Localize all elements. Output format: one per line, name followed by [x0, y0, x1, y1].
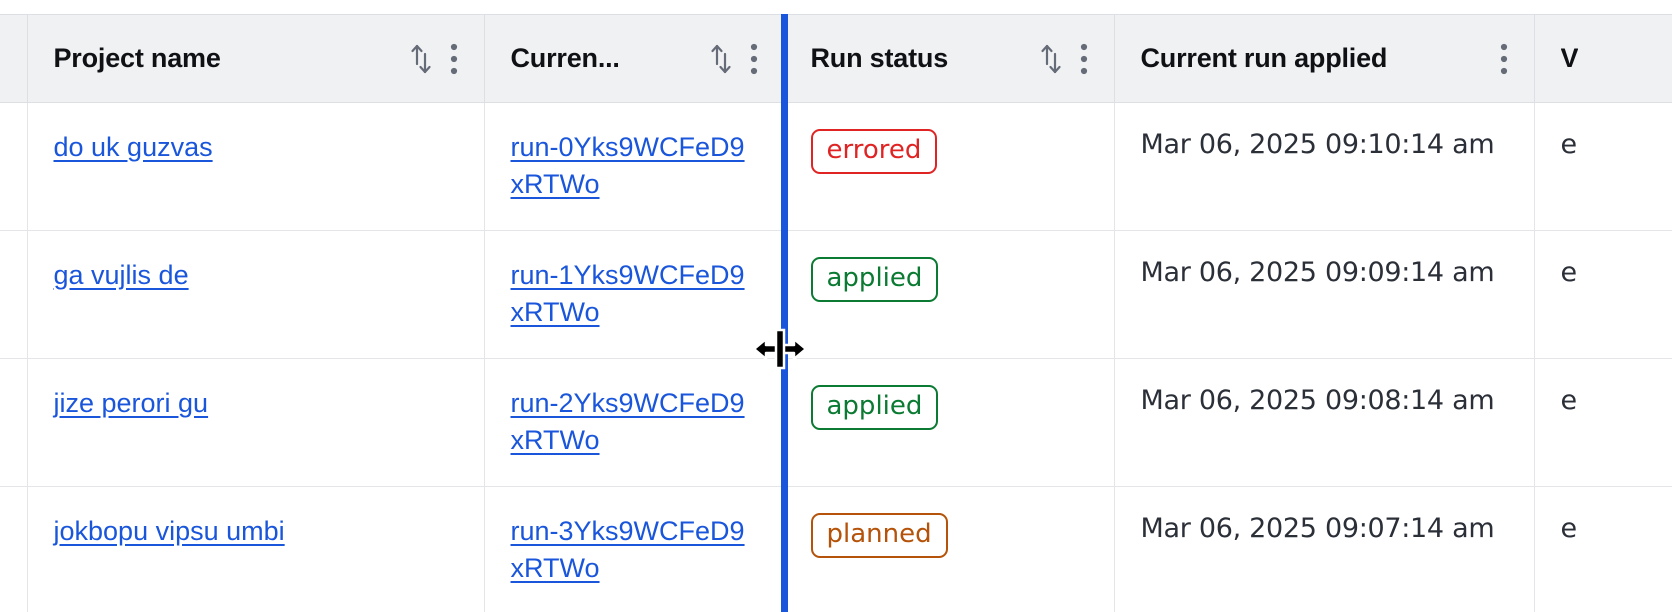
project-name-link[interactable]: jize perori gu: [53, 388, 209, 418]
cell-overflow: e: [1534, 358, 1672, 487]
sort-icon[interactable]: [408, 42, 434, 76]
column-header-label-current_run: Curren...: [510, 43, 620, 73]
table-row[interactable]: jokbopu vipsu umbi run-3Yks9WCFeD9xRTWo pl…: [0, 486, 1672, 612]
cell-current-run-applied: Mar 06, 2025 09:08:14 am: [1114, 358, 1535, 487]
column-menu-kebab-icon[interactable]: [1500, 42, 1508, 76]
run-applied-timestamp: Mar 06, 2025 09:07:14 am: [1140, 513, 1495, 544]
cell-current_run: run-2Yks9WCFeD9xRTWo: [484, 358, 785, 487]
cell-run-status: applied: [784, 230, 1115, 359]
status-badge: applied: [810, 257, 939, 302]
row-select-cell: [0, 102, 28, 231]
project-name-link[interactable]: jokbopu vipsu umbi: [53, 516, 285, 546]
column-header-run_applied[interactable]: Current run applied: [1114, 14, 1535, 103]
current-run-link[interactable]: run-2Yks9WCFeD9xRTWo: [510, 388, 745, 456]
current-run-link[interactable]: run-3Yks9WCFeD9xRTWo: [510, 516, 745, 584]
overflow-cell-text: e: [1560, 257, 1578, 288]
table-row[interactable]: ga vujlis de run-1Yks9WCFeD9xRTWo applied M…: [0, 230, 1672, 359]
row-select-cell: [0, 358, 28, 487]
cell-current_run: run-3Yks9WCFeD9xRTWo: [484, 486, 785, 612]
current-run-link[interactable]: run-1Yks9WCFeD9xRTWo: [510, 260, 745, 328]
cell-current_run: run-1Yks9WCFeD9xRTWo: [484, 230, 785, 359]
cell-current-run-applied: Mar 06, 2025 09:07:14 am: [1114, 486, 1535, 612]
column-menu-kebab-icon[interactable]: [1080, 42, 1088, 76]
projects-table: Project name Curren... Run status Current r…: [0, 14, 1672, 612]
overflow-cell-text: e: [1560, 385, 1578, 416]
table-header-row: Project name Curren... Run status Current r…: [0, 14, 1672, 103]
column-header-label-run_status: Run status: [810, 43, 949, 73]
project-name-link[interactable]: ga vujlis de: [53, 260, 189, 290]
overflow-cell-text: e: [1560, 513, 1578, 544]
table-header: Project name Curren... Run status Current r…: [0, 14, 1672, 103]
column-menu-kebab-icon[interactable]: [450, 42, 458, 76]
column-header-label-project_name: Project name: [53, 43, 221, 73]
cell-current-run-applied: Mar 06, 2025 09:09:14 am: [1114, 230, 1535, 359]
run-applied-timestamp: Mar 06, 2025 09:10:14 am: [1140, 129, 1495, 160]
sort-icon[interactable]: [708, 42, 734, 76]
column-header-label-run_applied: Current run applied: [1140, 43, 1388, 73]
status-badge: applied: [810, 385, 939, 430]
run-applied-timestamp: Mar 06, 2025 09:08:14 am: [1140, 385, 1495, 416]
cell-project_name: jokbopu vipsu umbi: [27, 486, 485, 612]
project-name-link[interactable]: do uk guzvas: [53, 132, 213, 162]
table-row[interactable]: jize perori gu run-2Yks9WCFeD9xRTWo applie…: [0, 358, 1672, 487]
row-select-cell: [0, 230, 28, 359]
column-header-current_run[interactable]: Curren...: [484, 14, 785, 103]
status-badge: errored: [810, 129, 938, 174]
column-header-select: [0, 14, 28, 103]
current-run-link[interactable]: run-0Yks9WCFeD9xRTWo: [510, 132, 745, 200]
run-applied-timestamp: Mar 06, 2025 09:09:14 am: [1140, 257, 1495, 288]
column-header-project_name[interactable]: Project name: [27, 14, 485, 103]
cell-project_name: ga vujlis de: [27, 230, 485, 359]
column-menu-kebab-icon[interactable]: [750, 42, 758, 76]
cell-project_name: jize perori gu: [27, 358, 485, 487]
cell-overflow: e: [1534, 230, 1672, 359]
column-header-run_status[interactable]: Run status: [784, 14, 1115, 103]
overflow-cell-text: e: [1560, 129, 1578, 160]
cell-overflow: e: [1534, 486, 1672, 612]
status-badge: planned: [810, 513, 948, 558]
cell-overflow: e: [1534, 102, 1672, 231]
column-header-label-overflow: V: [1560, 43, 1579, 73]
cell-run-status: errored: [784, 102, 1115, 231]
cell-run-status: applied: [784, 358, 1115, 487]
cell-current_run: run-0Yks9WCFeD9xRTWo: [484, 102, 785, 231]
sort-icon[interactable]: [1038, 42, 1064, 76]
cell-current-run-applied: Mar 06, 2025 09:10:14 am: [1114, 102, 1535, 231]
table-row[interactable]: do uk guzvas run-0Yks9WCFeD9xRTWo errored M…: [0, 102, 1672, 231]
cell-run-status: planned: [784, 486, 1115, 612]
cell-project_name: do uk guzvas: [27, 102, 485, 231]
column-header-overflow[interactable]: V: [1534, 14, 1672, 103]
row-select-cell: [0, 486, 28, 612]
